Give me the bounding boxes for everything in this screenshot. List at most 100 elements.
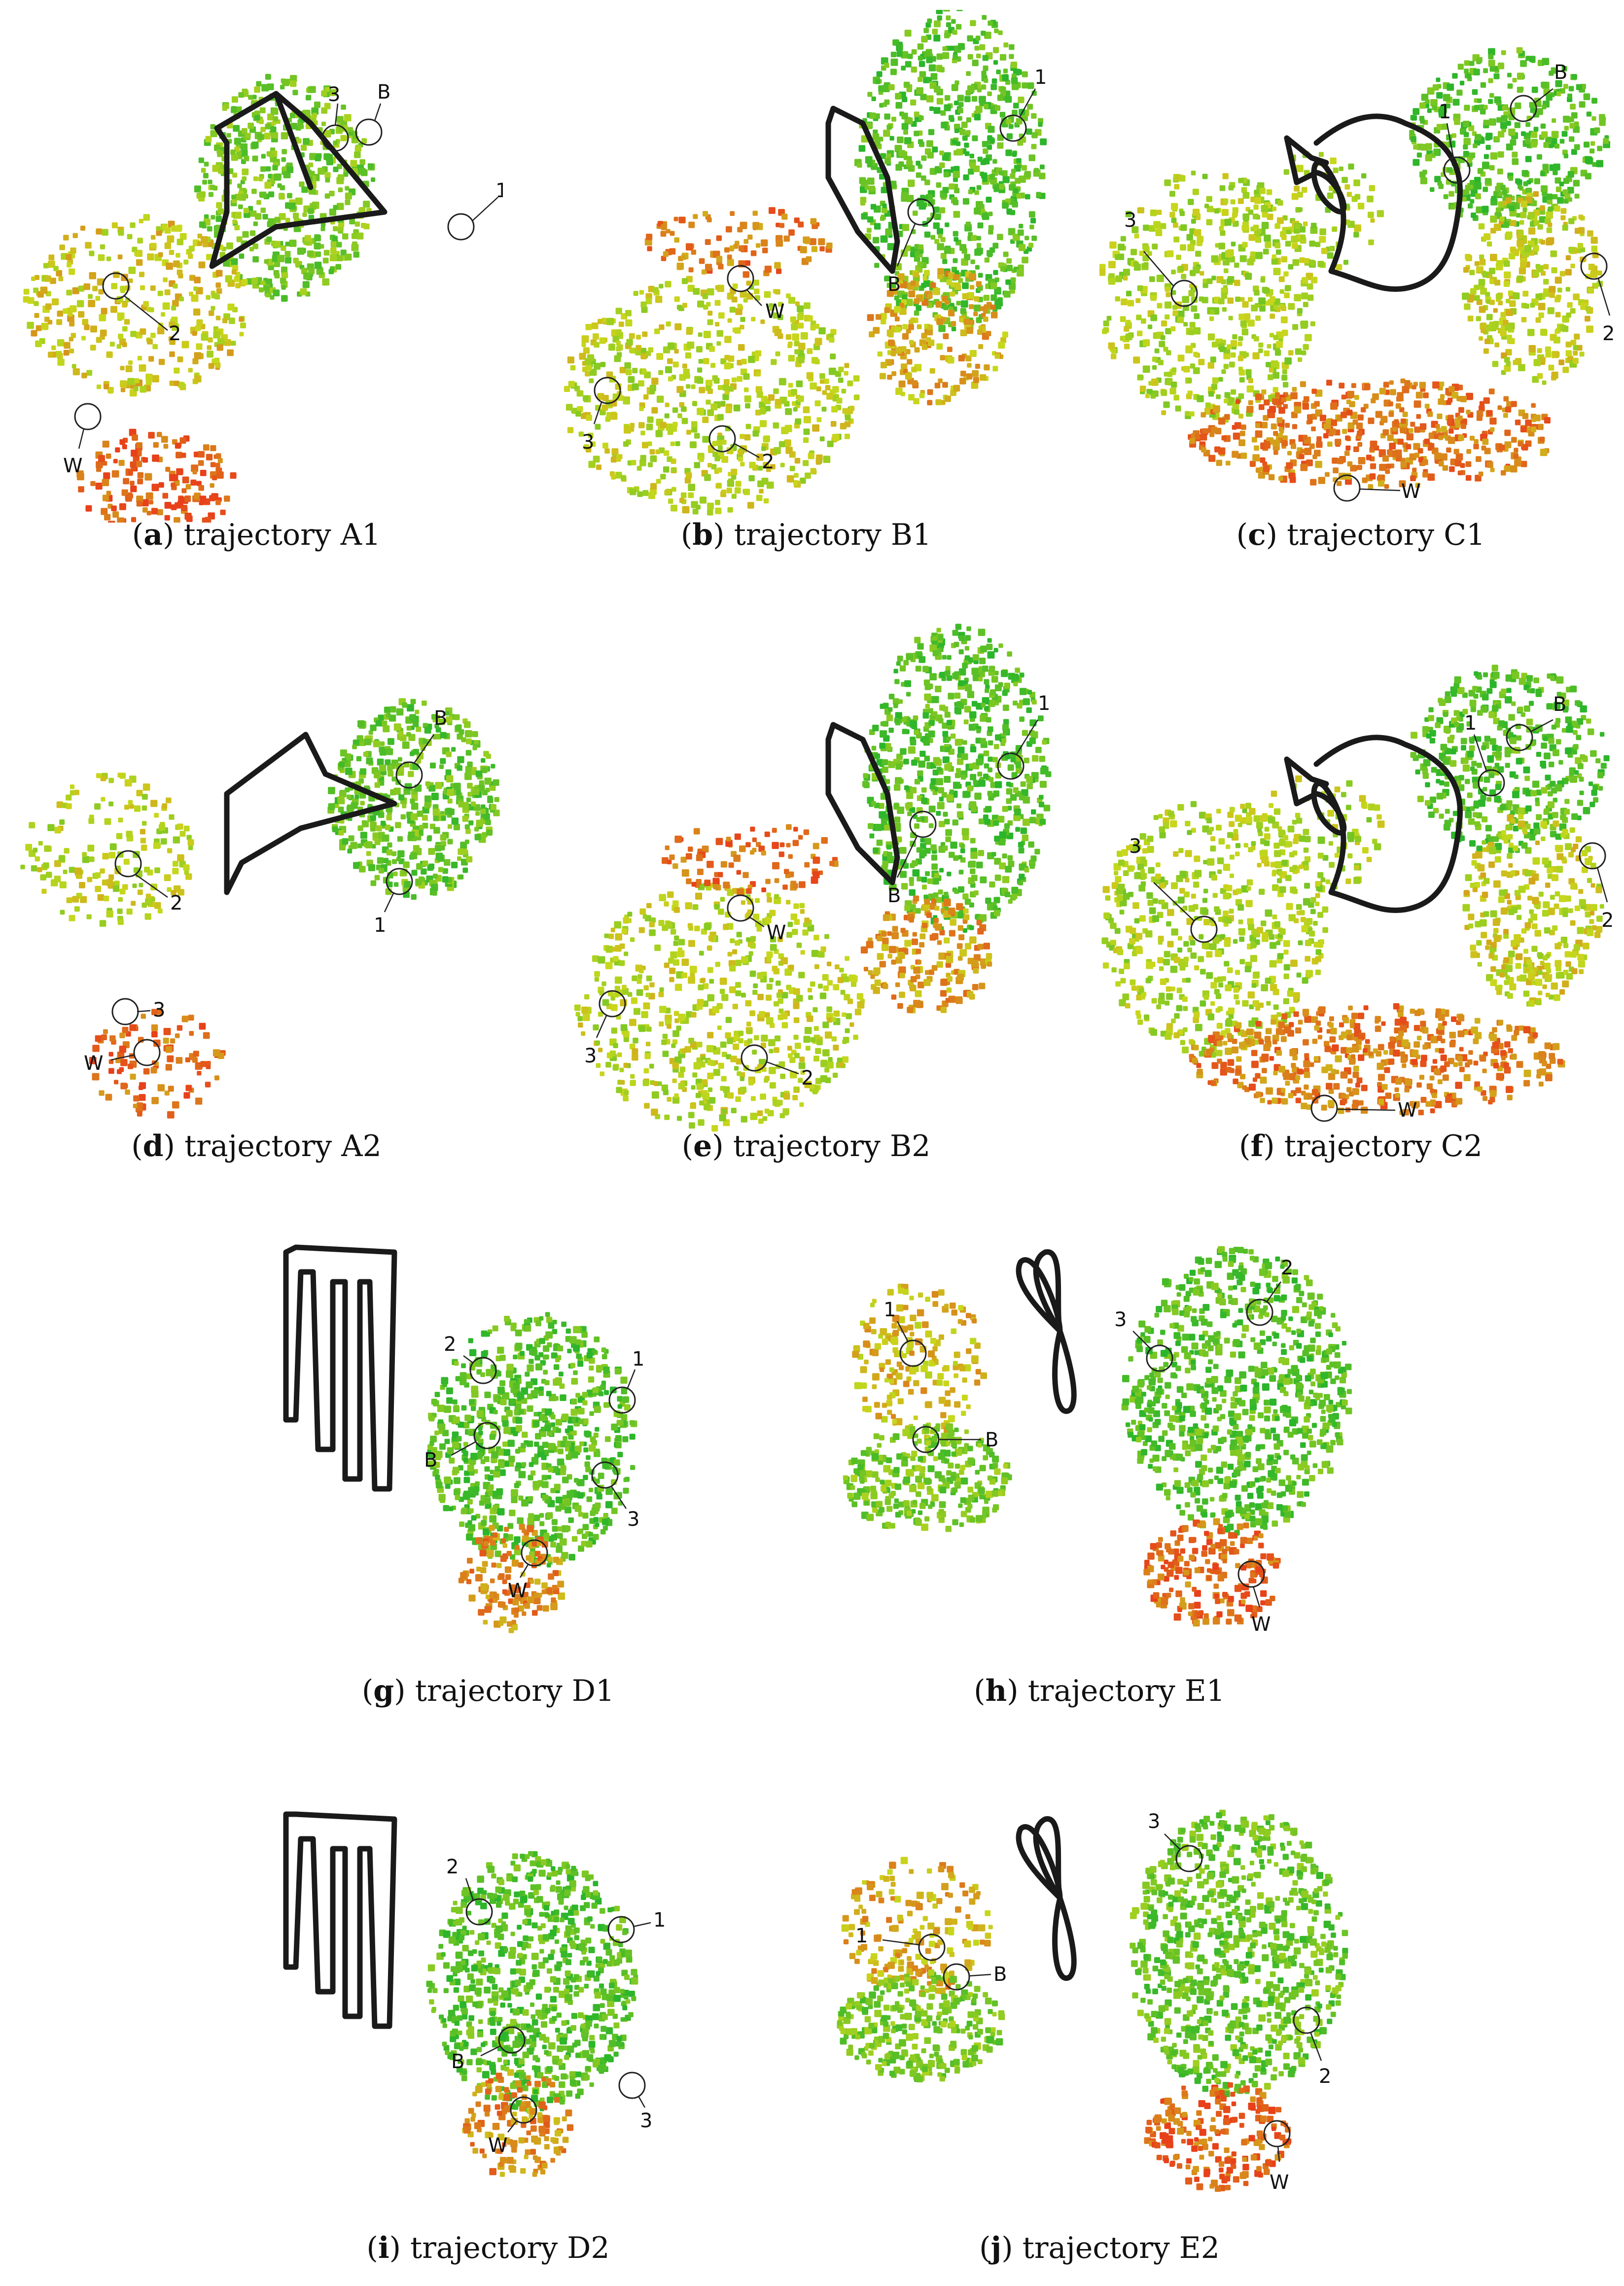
cloud-point	[215, 282, 221, 288]
cloud-point	[1165, 314, 1170, 319]
cloud-point	[1455, 423, 1461, 428]
cloud-point	[977, 222, 984, 229]
cloud-point	[244, 155, 249, 162]
cloud-point	[984, 32, 991, 39]
cloud-point	[1339, 166, 1343, 171]
cloud-point	[417, 810, 424, 817]
cloud-point	[1005, 96, 1012, 103]
cloud-point	[198, 451, 205, 458]
cloud-point	[1300, 381, 1306, 387]
cloud-point	[215, 499, 221, 505]
cloud-point	[942, 382, 948, 388]
cloud-point	[1185, 411, 1190, 416]
cloud-point	[231, 341, 236, 346]
cloud-point	[194, 375, 202, 383]
cloud-point	[712, 451, 718, 457]
cloud-point	[999, 111, 1006, 118]
cloud-point	[231, 96, 238, 103]
cloud-point	[329, 254, 337, 261]
cloud-point	[1448, 141, 1456, 148]
cloud-point	[1357, 430, 1363, 436]
cloud-point	[1315, 389, 1323, 397]
cloud-point	[1440, 106, 1447, 113]
cloud-point	[1143, 262, 1149, 268]
cloud-point	[345, 253, 352, 261]
cloud-point	[1224, 398, 1229, 403]
cloud-point	[1282, 435, 1288, 441]
cloud-point	[901, 66, 906, 70]
cloud-point	[210, 184, 215, 190]
cloud-point	[966, 71, 971, 76]
cloud-point	[960, 371, 966, 377]
cloud-point	[994, 353, 1000, 359]
cloud-point	[1300, 234, 1306, 240]
cloud-point	[898, 150, 905, 157]
cloud-point	[1438, 461, 1444, 467]
cloud-point	[672, 407, 678, 413]
cloud-point	[784, 439, 791, 447]
cloud-point	[359, 159, 365, 165]
cloud-point	[1202, 174, 1208, 179]
cloud-point	[78, 285, 85, 292]
cloud-point	[921, 35, 928, 43]
cloud-point	[1262, 286, 1268, 293]
cloud-point	[273, 289, 280, 297]
cloud-point	[906, 117, 913, 125]
cloud-point	[1185, 345, 1193, 353]
cloud-point	[895, 102, 903, 109]
cloud-point	[161, 312, 166, 317]
cloud-point	[1315, 460, 1322, 468]
cloud-point	[1136, 315, 1142, 320]
cloud-point	[391, 851, 397, 856]
cloud-point	[1268, 474, 1275, 481]
cloud-point	[939, 207, 946, 213]
cloud-point	[1141, 318, 1146, 324]
cloud-point	[602, 442, 608, 449]
cloud-point	[455, 789, 461, 796]
cloud-point	[585, 324, 592, 330]
cloud-point	[940, 110, 946, 116]
cloud-point	[976, 236, 981, 241]
point-cloud	[564, 10, 1047, 516]
cloud-point	[429, 785, 436, 792]
cloud-point	[1515, 102, 1521, 109]
cloud-point	[1434, 453, 1442, 460]
cloud-point	[264, 259, 269, 264]
cloud-point	[1507, 72, 1512, 77]
cloud-point	[768, 394, 775, 401]
cloud-point	[1227, 279, 1232, 283]
cloud-point	[1486, 241, 1492, 247]
cloud-point	[1155, 229, 1163, 236]
cloud-point	[895, 326, 901, 333]
cloud-point	[167, 235, 175, 243]
cloud-point	[738, 344, 745, 351]
cloud-point	[919, 71, 926, 78]
cloud-point	[1522, 413, 1529, 420]
cloud-point	[881, 362, 887, 369]
cloud-point	[1357, 414, 1364, 421]
cloud-point	[1420, 119, 1425, 124]
cloud-point	[921, 333, 927, 339]
cloud-point	[215, 270, 223, 277]
cloud-point	[951, 321, 956, 326]
cloud-point	[134, 250, 140, 256]
cloud-point	[957, 116, 962, 121]
cloud-point	[886, 329, 894, 337]
cloud-point	[301, 268, 308, 275]
cloud-point	[1232, 222, 1237, 227]
cloud-point	[1189, 321, 1196, 328]
cloud-point	[993, 47, 999, 53]
cloud-point	[173, 260, 180, 267]
cloud-point	[177, 239, 183, 246]
cloud-point	[1436, 427, 1441, 433]
cloud-point	[1406, 433, 1413, 441]
cloud-point	[267, 113, 275, 121]
cloud-point	[1451, 133, 1456, 138]
cloud-point	[1010, 277, 1016, 283]
cloud-point	[640, 301, 647, 308]
cloud-point	[1233, 211, 1238, 217]
cloud-point	[1543, 279, 1549, 285]
cloud-point	[1443, 194, 1448, 199]
cloud-point	[942, 187, 949, 193]
cloud-point	[134, 378, 140, 384]
